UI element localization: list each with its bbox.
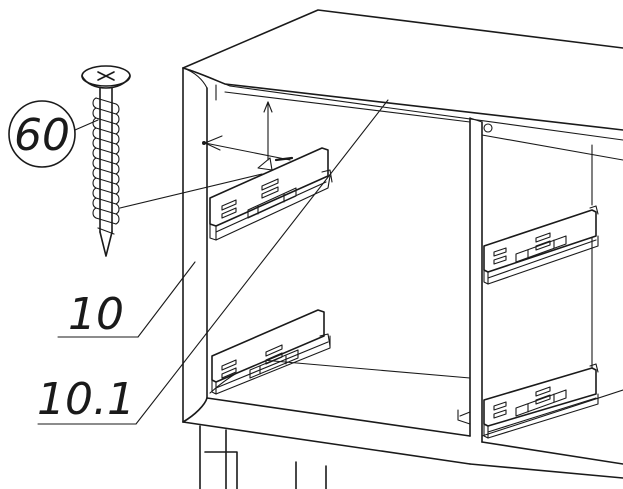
drawer-runner-lower-right [457, 363, 599, 439]
side-panel-leader-line [57, 261, 196, 338]
top-edge-label: 10.1 [37, 374, 135, 425]
cabinet-top-panel [182, 9, 623, 141]
circle-callout-icon [8, 100, 99, 168]
side-panel-label: 10 [68, 289, 124, 340]
screw-leader-line [119, 173, 263, 209]
middle-divider [469, 117, 623, 443]
cabinet-legs [199, 425, 327, 489]
drawer-runner-upper-left [209, 147, 333, 241]
left-side-panel [182, 67, 208, 423]
screw-callout-label: 60 [14, 110, 70, 161]
assembly-direction-arrows [202, 101, 294, 171]
drawer-runner-upper-right [483, 205, 599, 285]
cropped-caption-fragment [150, 0, 350, 6]
top-edge-leader-line [37, 99, 389, 425]
back-panel [224, 91, 471, 123]
drawer-runner-lower-left [211, 309, 331, 395]
screw-icon [81, 65, 131, 257]
